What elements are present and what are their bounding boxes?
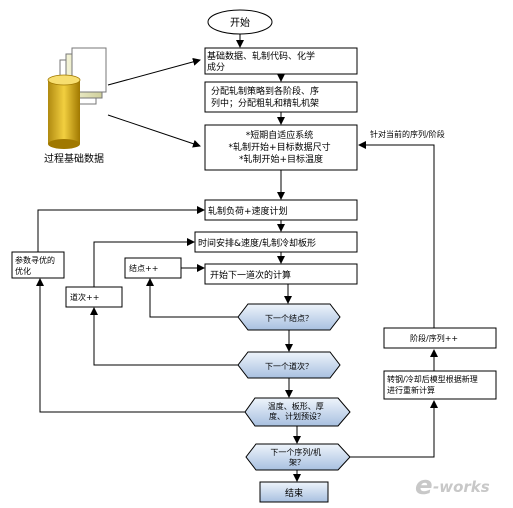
data-to-adaptive-arrow — [107, 114, 201, 148]
pass-inc-label: 道次++ — [70, 292, 99, 302]
end-node — [259, 481, 329, 503]
next-seq-to-recalc-loop — [350, 400, 438, 458]
watermark-prefix: e — [415, 471, 433, 501]
param-opt-box — [11, 251, 65, 279]
eworks-watermark: e -works — [415, 471, 490, 501]
start-label: 开始 — [230, 16, 250, 29]
pass-inc-to-time-loop — [93, 238, 195, 287]
stage-inc-label: 阶段/序列++ — [410, 333, 458, 343]
load-plan-label: 轧制负荷+速度计划 — [208, 205, 288, 217]
stage-to-adaptive-loop — [358, 141, 435, 328]
calc-box — [204, 263, 358, 285]
param-opt-label: 参数寻优的 优化 — [15, 255, 58, 276]
end-label: 结束 — [285, 487, 303, 499]
data-to-basic-arrow — [107, 57, 201, 86]
adaptive-label: *短期自适应系统 *轧制开始+目标数据尺寸 *轧制开始+目标温度 — [229, 129, 334, 165]
process-data-label: 过程基础数据 — [44, 152, 104, 165]
recalc-box — [383, 370, 497, 400]
verify-label: 温度、板形、厚 度、计划预设？ — [268, 401, 327, 421]
strategy-box — [204, 81, 358, 113]
watermark-suffix: -works — [433, 478, 490, 496]
next-seq-label: 下一个序列/机 架？ — [270, 447, 323, 467]
database-icon — [47, 47, 107, 149]
next-node-to-node-inc-loop — [146, 278, 238, 318]
param-to-load-loop — [37, 206, 205, 252]
time-plan-box — [194, 231, 358, 253]
calc-label: 开始下一道次的计算 — [210, 269, 291, 281]
basic-data-label: 基础数据、轧制代码、化学 成分 — [207, 50, 318, 73]
next-pass-label: 下一个道次？ — [265, 361, 313, 371]
adaptive-box — [204, 124, 358, 171]
stage-inc-box — [383, 327, 497, 349]
next-node-label: 下一个结点？ — [265, 313, 313, 323]
strategy-label: 分配轧制策略到各阶段、序 列中；分配粗轧和精轧机架 — [211, 85, 322, 109]
node-inc-label: 结点++ — [129, 263, 158, 273]
basic-data-box — [204, 47, 358, 75]
next-seq-decision — [245, 443, 351, 471]
time-plan-label: 时间安排&速度/轧制冷却板形 — [198, 237, 316, 249]
for-current-label: 针对当前的序列/阶段 — [370, 129, 445, 139]
recalc-label: 转钢/冷却后模型根据新理 进行重新计算 — [387, 374, 480, 395]
verify-to-param-loop — [36, 278, 245, 413]
next-pass-to-pass-inc-loop — [90, 307, 238, 366]
